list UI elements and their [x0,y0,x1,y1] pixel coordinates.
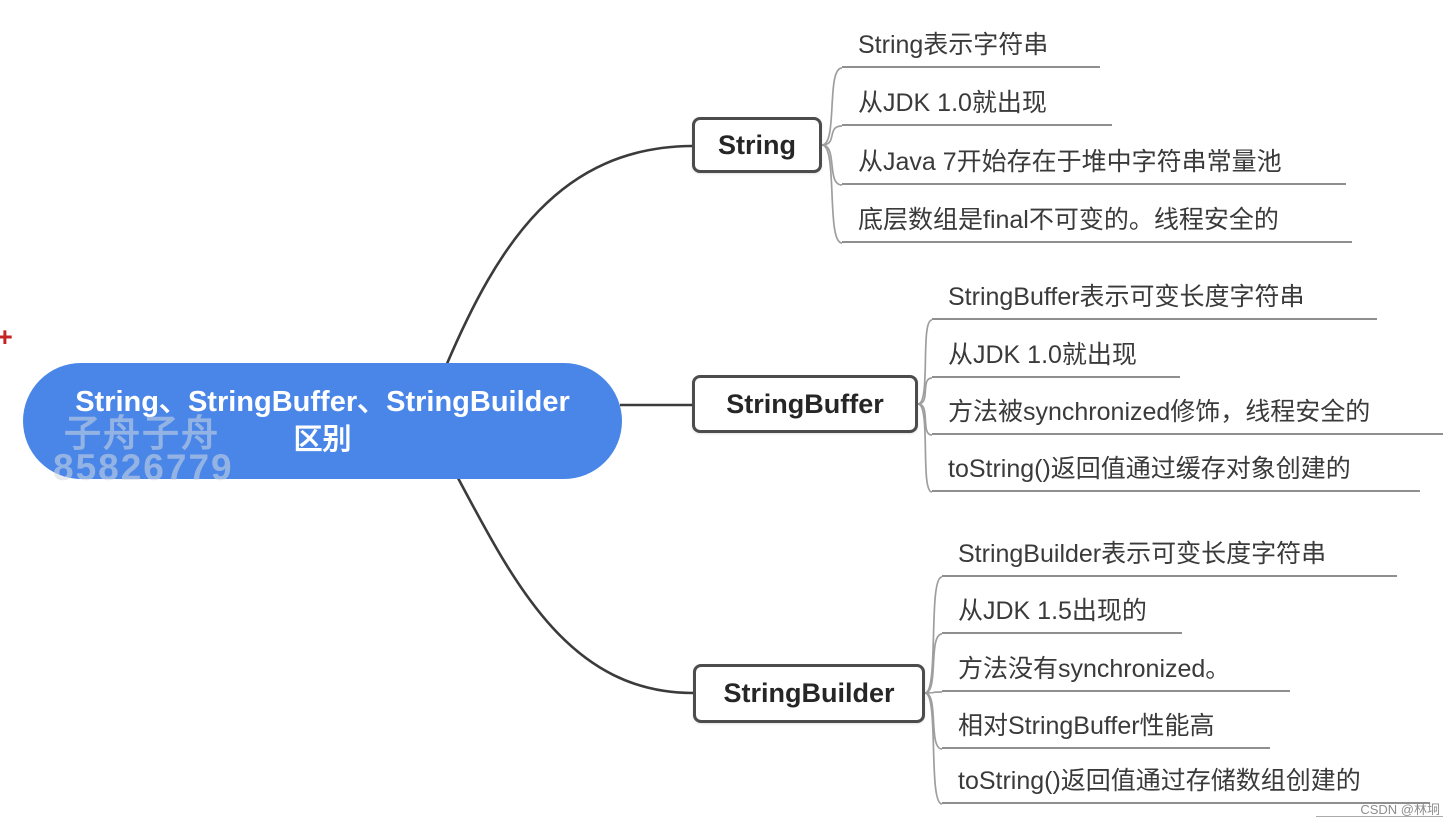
watermark-csdn-underline [1316,816,1443,817]
leaf-string-2[interactable]: 从JDK 1.0就出现 [842,80,1112,126]
branch-topic-stringbuffer[interactable]: StringBuffer [692,375,918,433]
leaf-stringbuffer-4[interactable]: toString()返回值通过缓存对象创建的 [932,446,1420,492]
connector-string-leaf-4 [821,144,843,244]
leaf-stringbuffer-1[interactable]: StringBuffer表示可变长度字符串 [932,274,1377,320]
leaf-stringbuffer-3[interactable]: 方法被synchronized修饰，线程安全的 [932,389,1443,435]
leaf-string-1[interactable]: String表示字符串 [842,22,1100,68]
leaf-stringbuffer-2[interactable]: 从JDK 1.0就出现 [932,332,1180,378]
branch-topic-string-label: String [718,129,796,160]
root-topic-title-line1: String、StringBuffer、StringBuilder [75,386,570,418]
plus-cursor-mark: + [0,322,13,352]
branch-topic-string[interactable]: String [692,117,822,173]
leaf-string-3[interactable]: 从Java 7开始存在于堆中字符串常量池 [842,139,1346,185]
branch-topic-stringbuffer-label: StringBuffer [726,388,884,419]
root-topic[interactable]: String、StringBuffer、StringBuilder 区别 [23,363,622,479]
leaf-stringbuilder-3[interactable]: 方法没有synchronized。 [942,646,1290,692]
connector-root-string [444,144,693,367]
connector-stringbuilder-leaf-2 [924,633,943,694]
leaf-stringbuilder-2[interactable]: 从JDK 1.5出现的 [942,588,1182,634]
leaf-stringbuilder-5[interactable]: toString()返回值通过存储数组创建的 [942,758,1430,804]
connector-stringbuilder-leaf-5 [924,692,943,805]
leaf-stringbuilder-1[interactable]: StringBuilder表示可变长度字符串 [942,531,1397,577]
connector-stringbuilder-leaf-1 [924,576,943,694]
leaf-stringbuilder-4[interactable]: 相对StringBuffer性能高 [942,703,1270,749]
branch-topic-stringbuilder-label: StringBuilder [723,678,895,708]
watermark-csdn: CSDN @林坰 [1360,802,1440,817]
connector-string-leaf-1 [821,67,843,146]
leaf-string-4[interactable]: 底层数组是final不可变的。线程安全的 [842,197,1352,243]
root-topic-title-line2: 区别 [293,424,352,456]
connector-stringbuffer-leaf-1 [917,319,933,405]
connector-string-leaf-2 [821,125,843,146]
branch-topic-stringbuilder[interactable]: StringBuilder [693,664,925,723]
connector-root-stringbuilder [456,477,694,695]
connector-stringbuffer-leaf-4 [917,403,933,493]
connector-stringbuffer-leaf-2 [917,377,933,405]
